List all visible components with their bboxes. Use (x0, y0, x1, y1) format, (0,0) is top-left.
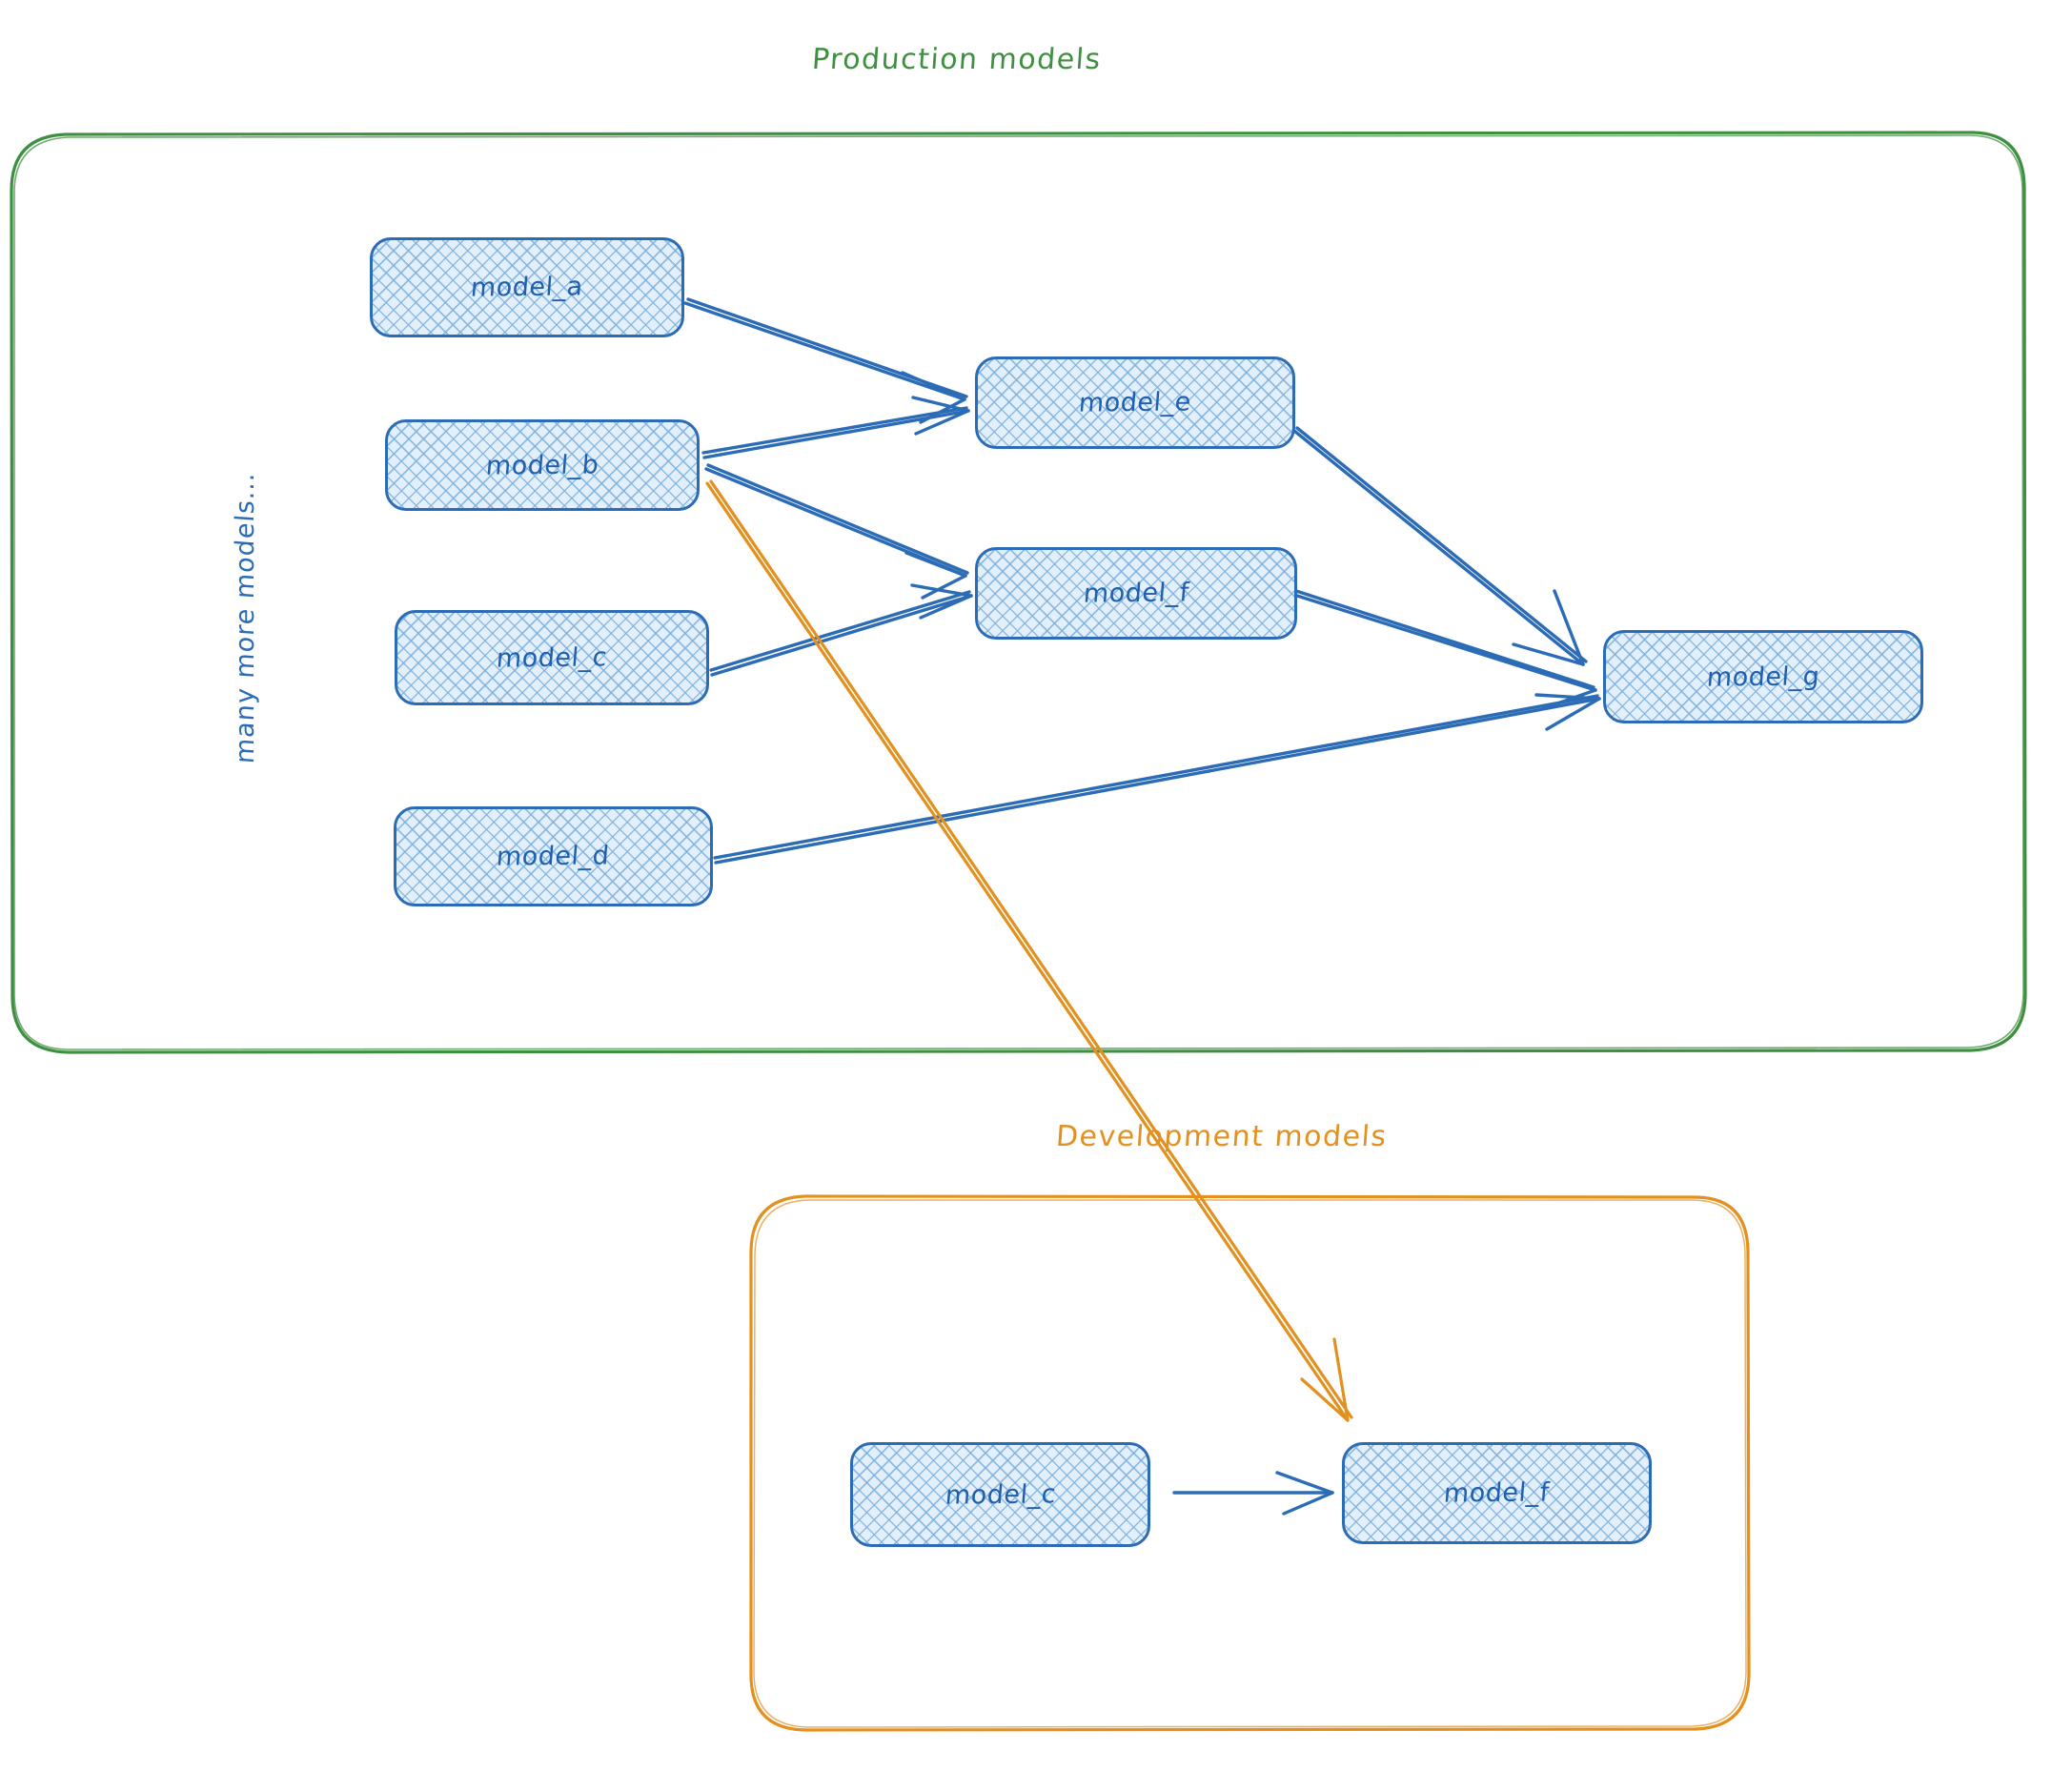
node-model-a-label: model_a (469, 272, 585, 303)
node-model-e-label: model_e (1077, 387, 1193, 418)
node-dev-model-f[interactable]: model_f (1342, 1442, 1652, 1544)
node-model-d[interactable]: model_d (394, 806, 713, 906)
node-model-e[interactable]: model_e (975, 356, 1295, 449)
node-dev-model-c[interactable]: model_c (850, 1442, 1150, 1547)
edge-dev-model-c-to-dev-model-f (1172, 1471, 1334, 1516)
node-model-c-label: model_c (495, 641, 609, 674)
node-model-f[interactable]: model_f (975, 547, 1297, 640)
production-group-box (10, 131, 2027, 1054)
edge-model-f-to-model-g (1294, 589, 1597, 710)
edge-model-e-to-model-g (1292, 426, 1588, 666)
edge-model-c-to-model-f (709, 583, 973, 677)
node-dev-model-f-label: model_f (1442, 1477, 1552, 1509)
node-model-a[interactable]: model_a (370, 237, 684, 337)
node-model-f-label: model_f (1082, 578, 1190, 609)
node-dev-model-c-label: model_c (944, 1478, 1057, 1511)
edge-model-b-to-model-f (704, 463, 969, 600)
edge-model-d-to-model-g (713, 693, 1601, 865)
node-model-g-label: model_g (1705, 661, 1821, 693)
edge-model-b-to-model-e (701, 396, 970, 459)
edge-model-b-to-dev-model-f (705, 479, 1353, 1422)
development-group-box (749, 1194, 1751, 1732)
node-model-g[interactable]: model_g (1603, 630, 1923, 723)
node-model-b[interactable]: model_b (385, 419, 700, 511)
node-model-d-label: model_d (496, 841, 611, 872)
node-model-c[interactable]: model_c (395, 610, 709, 705)
node-model-b-label: model_b (484, 449, 600, 481)
edge-model-a-to-model-e (683, 297, 968, 424)
